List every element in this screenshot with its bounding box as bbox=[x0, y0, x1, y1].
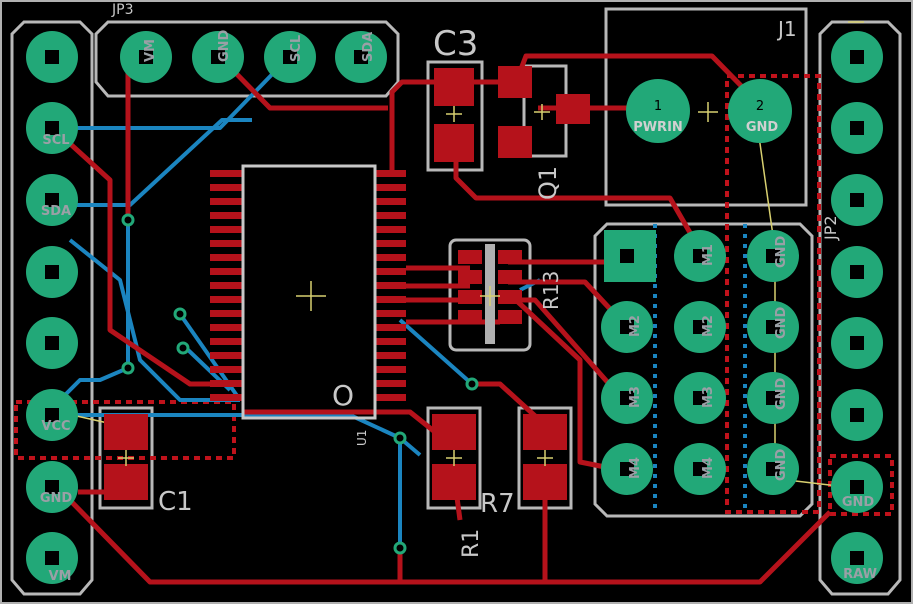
motor-gnd-1: GND bbox=[774, 235, 789, 268]
top-pin-label-scl: SCL bbox=[289, 35, 304, 62]
vias bbox=[121, 213, 479, 555]
power-jack-label-gnd: GND bbox=[746, 120, 779, 135]
left-pin-label-gnd: GND bbox=[40, 491, 73, 506]
motor-pin-m1: M1 bbox=[701, 244, 716, 266]
r7-label: R7 bbox=[480, 489, 515, 519]
power-jack-pin-1: 1 bbox=[654, 99, 662, 114]
motor-pin-m4-b: M4 bbox=[701, 457, 716, 479]
ic-pin1-marker: O bbox=[332, 379, 354, 412]
left-pin-label-scl: SCL bbox=[42, 133, 69, 148]
r1-label: R1 bbox=[459, 529, 484, 558]
left-pin-label-vcc: VCC bbox=[41, 419, 70, 434]
motor-pin-m3-b: M3 bbox=[701, 386, 716, 408]
origin-crosses bbox=[118, 21, 864, 466]
right-header: GND RAW JP2 bbox=[821, 31, 883, 584]
motor-gnd-4: GND bbox=[774, 448, 789, 481]
motor-pin-m2-a: M2 bbox=[628, 315, 643, 337]
right-pin-label-gnd: GND bbox=[842, 495, 875, 510]
left-pin-label-sda: SDA bbox=[41, 204, 71, 219]
top-pin-label-sda: SDA bbox=[361, 32, 376, 62]
power-jack-pin-2: 2 bbox=[756, 99, 764, 114]
motor-pin-m2-b: M2 bbox=[701, 315, 716, 337]
motor-pin-m4-a: M4 bbox=[628, 457, 643, 479]
top-header-ref: JP3 bbox=[111, 2, 133, 18]
smd-pads bbox=[104, 66, 590, 500]
ic-package: O U1 bbox=[210, 164, 406, 446]
top-pin-label-gnd: GND bbox=[217, 29, 232, 62]
right-pin-label-raw: RAW bbox=[843, 567, 877, 582]
power-jack-label-pwrin: PWRIN bbox=[633, 120, 683, 135]
motor-header: M1 GND M2 M2 GND M3 M3 GND M4 M4 GND bbox=[601, 230, 799, 495]
q1-label: Q1 bbox=[534, 166, 562, 200]
power-jack-ref: J1 bbox=[776, 17, 797, 41]
c3-label: C3 bbox=[433, 24, 478, 64]
right-header-ref: JP2 bbox=[821, 215, 840, 241]
c1-label: C1 bbox=[158, 487, 193, 517]
top-pin-label-vm: VM bbox=[143, 39, 158, 62]
bottom-keepout bbox=[653, 224, 747, 514]
r13-label: R13 bbox=[539, 271, 563, 310]
left-pin-label-vm: VM bbox=[49, 569, 72, 584]
left-header: SCL SDA VCC GND VM bbox=[26, 31, 78, 584]
power-jack: 1 2 PWRIN GND J1 bbox=[626, 17, 797, 143]
motor-gnd-3: GND bbox=[774, 377, 789, 410]
top-header: VM GND SCL SDA JP3 bbox=[111, 2, 387, 83]
motor-gnd-2: GND bbox=[774, 306, 789, 339]
ic-ref: U1 bbox=[355, 430, 369, 446]
motor-pin-m3-a: M3 bbox=[628, 386, 643, 408]
